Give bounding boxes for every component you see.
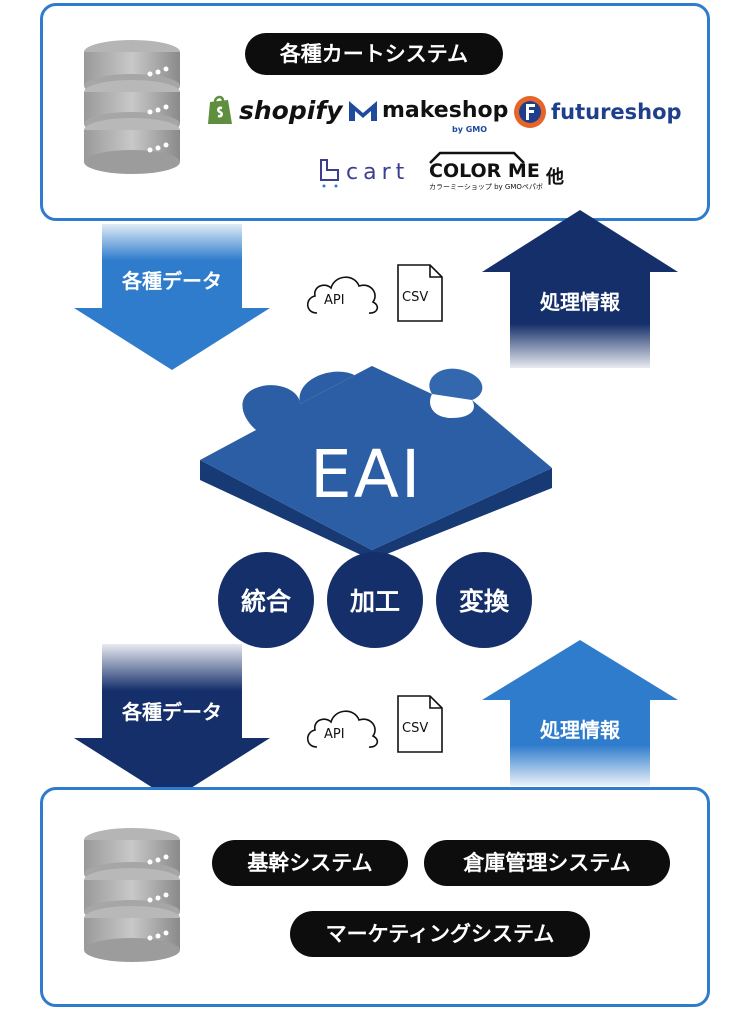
function-convert: 変換 — [436, 552, 532, 648]
data-down-arrow-lower — [74, 644, 270, 800]
warehouse-system-pill: 倉庫管理システム — [424, 840, 670, 886]
cart-system-title: 各種カートシステム — [245, 33, 503, 75]
data-down-arrow-upper — [74, 224, 270, 370]
data-down-label-lower: 各種データ — [122, 700, 222, 724]
function-process: 加工 — [327, 552, 423, 648]
colorme-roof-icon — [429, 151, 525, 164]
api-label-lower: API — [324, 727, 345, 742]
csv-label-lower: CSV — [402, 721, 429, 736]
database-icon-bottom — [84, 828, 180, 962]
info-up-label-lower: 処理情報 — [540, 718, 620, 742]
bcart-b-icon — [320, 159, 339, 188]
colorme-logo: COLOR ME — [429, 160, 540, 182]
futureshop-f-icon — [514, 96, 546, 128]
bcart-logo: cart — [346, 160, 410, 185]
csv-file-icon-upper — [397, 264, 443, 322]
api-label-upper: API — [324, 293, 345, 308]
shopify-logo: shopify — [239, 96, 343, 125]
marketing-system-pill: マーケティングシステム — [290, 911, 590, 957]
futureshop-logo: futureshop — [551, 100, 682, 124]
eai-puzzle-piece — [200, 366, 552, 560]
others-label: 他 — [546, 167, 564, 188]
cloud-api-icon-lower — [306, 710, 379, 748]
makeshop-m-icon — [349, 101, 377, 121]
database-icon — [84, 40, 180, 174]
function-integrate: 統合 — [218, 552, 314, 648]
makeshop-logo: makeshop — [382, 98, 509, 123]
info-up-label-upper: 処理情報 — [540, 290, 620, 314]
cloud-api-icon-upper — [306, 276, 379, 314]
csv-file-icon-lower — [397, 695, 443, 753]
core-system-pill: 基幹システム — [212, 840, 408, 886]
colorme-sub: カラーミーショップ by GMOペパボ — [429, 183, 543, 191]
info-up-arrow-lower — [482, 640, 678, 786]
makeshop-by-gmo: by GMO — [452, 125, 488, 134]
info-up-arrow-upper — [482, 210, 678, 368]
eai-title: EAI — [310, 436, 423, 513]
data-down-label-upper: 各種データ — [122, 269, 222, 293]
shopify-bag-icon — [208, 95, 232, 124]
csv-label-upper: CSV — [402, 290, 429, 305]
